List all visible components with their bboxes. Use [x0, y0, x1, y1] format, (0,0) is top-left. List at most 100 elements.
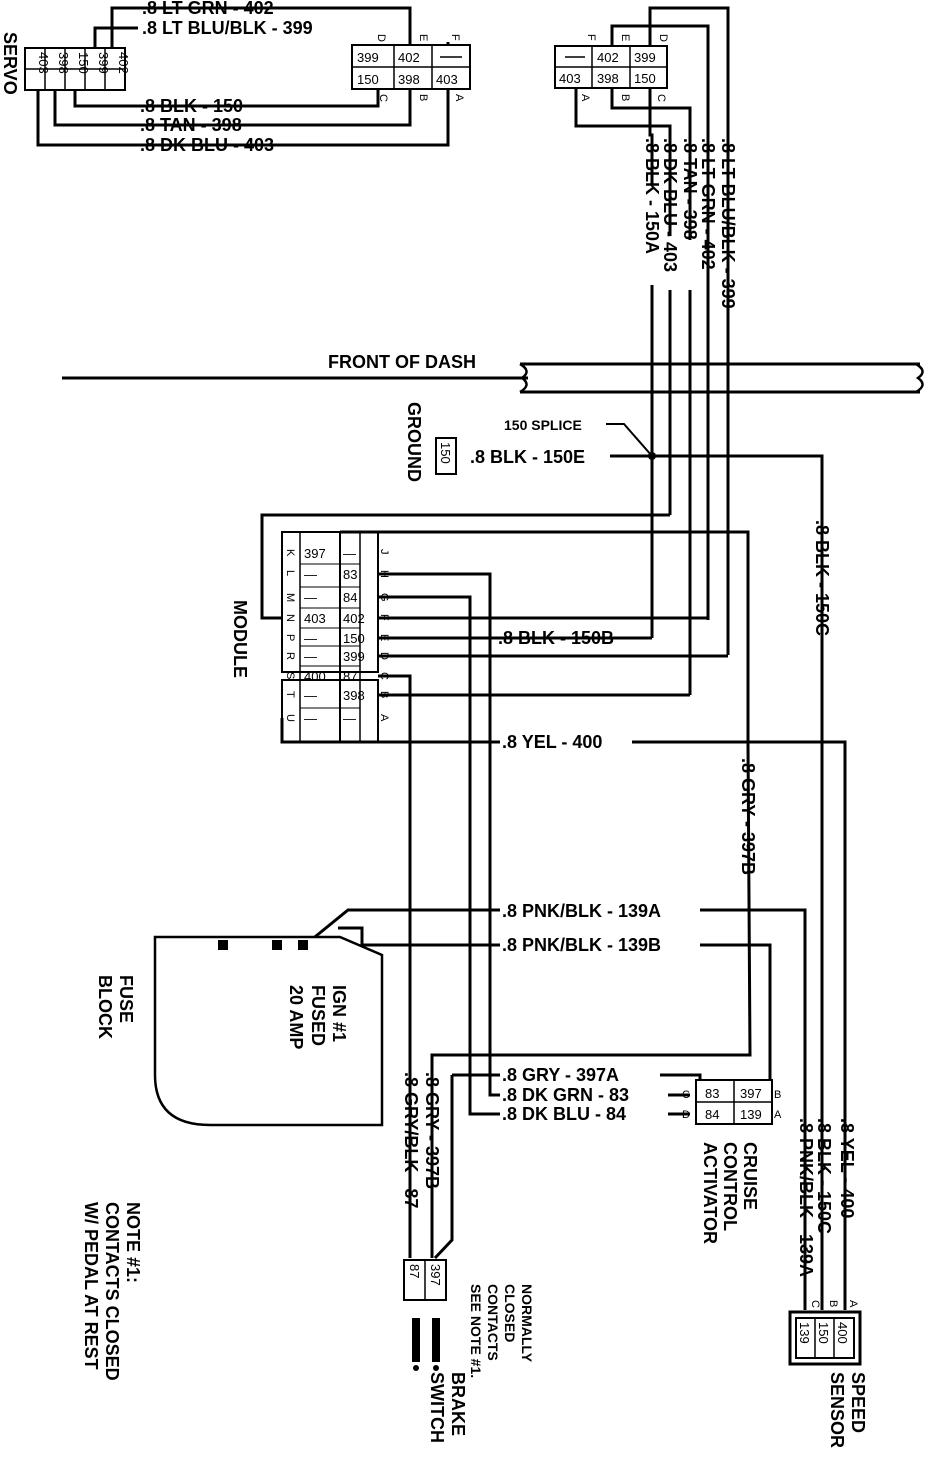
- servo-pin-398: 398: [56, 52, 71, 74]
- fuse-block-label-2: BLOCK: [95, 975, 115, 1039]
- dh-150: 150: [634, 71, 656, 86]
- module-right-pin-0: J: [378, 549, 390, 555]
- dh-399: 399: [634, 50, 656, 65]
- module-left-pin-5: R: [284, 652, 296, 660]
- module-cell-r9-1: —: [343, 711, 356, 726]
- dh-pin-d: D: [657, 34, 669, 42]
- wire-398-label: .8 TAN - 398: [140, 115, 242, 135]
- front-of-dash-label: FRONT OF DASH: [328, 352, 476, 372]
- speed-sensor-label-1: SPEED: [848, 1372, 868, 1433]
- speed-sensor-connector: 139 150 400 C B A: [788, 1300, 862, 1366]
- dh-pin-f: F: [585, 34, 597, 41]
- sensor-150: 150: [816, 1322, 831, 1344]
- fuse-line-1: IGN #1: [329, 985, 349, 1042]
- sh-402: 402: [398, 50, 420, 65]
- nc-line-2: CLOSED: [502, 1284, 518, 1342]
- sh-pin-c: C: [377, 94, 389, 102]
- brake-87-label: .8 GRY/BLK - 87: [401, 1072, 421, 1208]
- nc-line-1: NORMALLY: [519, 1284, 535, 1363]
- module-cell-r8-0: —: [304, 688, 317, 703]
- sensor-pin-a: A: [847, 1300, 859, 1308]
- brake-switch-connector: 87 397: [403, 1259, 447, 1371]
- wire-150-label: .8 BLK - 150: [140, 96, 243, 116]
- act-397: 397: [740, 1086, 762, 1101]
- module-cell-r7-1: 87: [343, 669, 357, 684]
- note-line-1: NOTE #1:: [123, 1202, 143, 1283]
- wire-399-label: .8 LT BLU/BLK - 399: [142, 18, 313, 38]
- fuse-block-label-1: FUSE: [116, 975, 136, 1023]
- module-left-pin-7: T: [284, 691, 296, 698]
- module-left-pin-2: M: [284, 593, 296, 602]
- sensor-400: 400: [835, 1322, 850, 1344]
- act-pin-d: D: [682, 1109, 690, 1121]
- module-left-pin-8: U: [284, 714, 296, 722]
- dh-398: 398: [597, 71, 619, 86]
- note-line-3: W/ PEDAL AT REST: [81, 1202, 101, 1370]
- dh-pin-c: C: [655, 94, 667, 102]
- sensor-139a-label: .8 PNK/BLK - 139A: [796, 1118, 816, 1277]
- nc-line-3: CONTACTS: [485, 1284, 501, 1361]
- vwire-150a-label: .8 BLK - 150A: [642, 138, 662, 254]
- wire-139b-label: .8 PNK/BLK - 139B: [502, 935, 661, 955]
- sh-pin-f: F: [449, 34, 461, 41]
- fuse-block: IGN #1 FUSED 20 AMP: [153, 935, 384, 1127]
- module-cell-r4-0: 403: [304, 611, 326, 626]
- fuse-line-3: 20 AMP: [286, 985, 306, 1049]
- sh-403: 403: [436, 72, 458, 87]
- servo-label: SERVO: [0, 32, 20, 95]
- servo-pin-399: 399: [96, 52, 111, 74]
- module-cell-r7-0: 400: [304, 669, 326, 684]
- nc-line-4: SEE NOTE #1.: [468, 1284, 484, 1378]
- wire-397b-label: .8 GRY - 397B: [738, 758, 758, 875]
- module-cell-r1-0: 397: [304, 546, 326, 561]
- servo-connector: 402 399 150 398 403: [24, 47, 131, 91]
- dh-403: 403: [559, 71, 581, 86]
- act-84: 84: [705, 1107, 719, 1122]
- activator-connector: 83 397 84 139 C D B A: [682, 1079, 782, 1125]
- wire-150b-label: .8 BLK - 150B: [498, 628, 614, 648]
- module-cell-r3-0: —: [304, 590, 317, 605]
- module-cell-r9-0: —: [304, 711, 317, 726]
- module-cell-r6-0: —: [304, 649, 317, 664]
- module-cell-r6-1: 399: [343, 649, 365, 664]
- module-left-pin-1: L: [284, 570, 296, 576]
- module-left-pin-4: P: [284, 634, 296, 641]
- vwire-403-label: .8 DK BLU - 403: [660, 138, 680, 272]
- vwire-399-label: .8 LT BLU/BLK - 399: [718, 138, 738, 309]
- ground-terminal: [435, 437, 457, 475]
- module-cell-r2-0: —: [304, 567, 317, 582]
- module-cell-r8-1: 398: [343, 688, 365, 703]
- wire-139a-label: .8 PNK/BLK - 139A: [502, 901, 661, 921]
- activator-label-1: CRUISE: [740, 1142, 760, 1210]
- brake-87: 87: [407, 1264, 422, 1278]
- sh-pin-b: B: [417, 94, 429, 101]
- brake-397b-label: .8 GRY - 397B: [422, 1072, 442, 1189]
- front-of-dash: FRONT OF DASH: [62, 352, 924, 394]
- brake-397: 397: [428, 1264, 443, 1286]
- wire-84-label: .8 DK BLU - 84: [502, 1104, 626, 1124]
- activator-label-3: ACTIVATOR: [700, 1142, 720, 1244]
- sensor-150c-label: .8 BLK - 150C: [814, 1118, 834, 1234]
- brake-switch-label-1: BRAKE: [448, 1372, 468, 1436]
- ground-label: GROUND: [404, 402, 424, 482]
- dh-402: 402: [597, 50, 619, 65]
- wire-150e-label: .8 BLK - 150E: [470, 447, 585, 467]
- dh-pin-e: E: [619, 34, 631, 41]
- sensor-139: 139: [797, 1322, 812, 1344]
- vwire-402-label: .8 LT GRN - 402: [698, 138, 718, 270]
- splice-label: 150 SPLICE: [504, 417, 582, 433]
- note-line-2: CONTACTS CLOSED: [102, 1202, 122, 1381]
- wire-150c-label: .8 BLK - 150C: [812, 520, 832, 636]
- module-cell-r5-1: 150: [343, 631, 365, 646]
- act-pin-c: C: [682, 1089, 690, 1101]
- ground-150: 150: [438, 442, 453, 464]
- act-pin-b: B: [774, 1089, 781, 1101]
- sh-150: 150: [357, 72, 379, 87]
- module-cell-r3-1: 84: [343, 590, 357, 605]
- wire-403-label: .8 DK BLU - 403: [140, 135, 274, 155]
- module-left-pin-6: S: [284, 672, 296, 679]
- act-83: 83: [705, 1086, 719, 1101]
- wire-397a-label: .8 GRY - 397A: [502, 1065, 619, 1085]
- module-left-pin-3: N: [284, 614, 296, 622]
- speed-sensor-label-2: SENSOR: [827, 1372, 847, 1448]
